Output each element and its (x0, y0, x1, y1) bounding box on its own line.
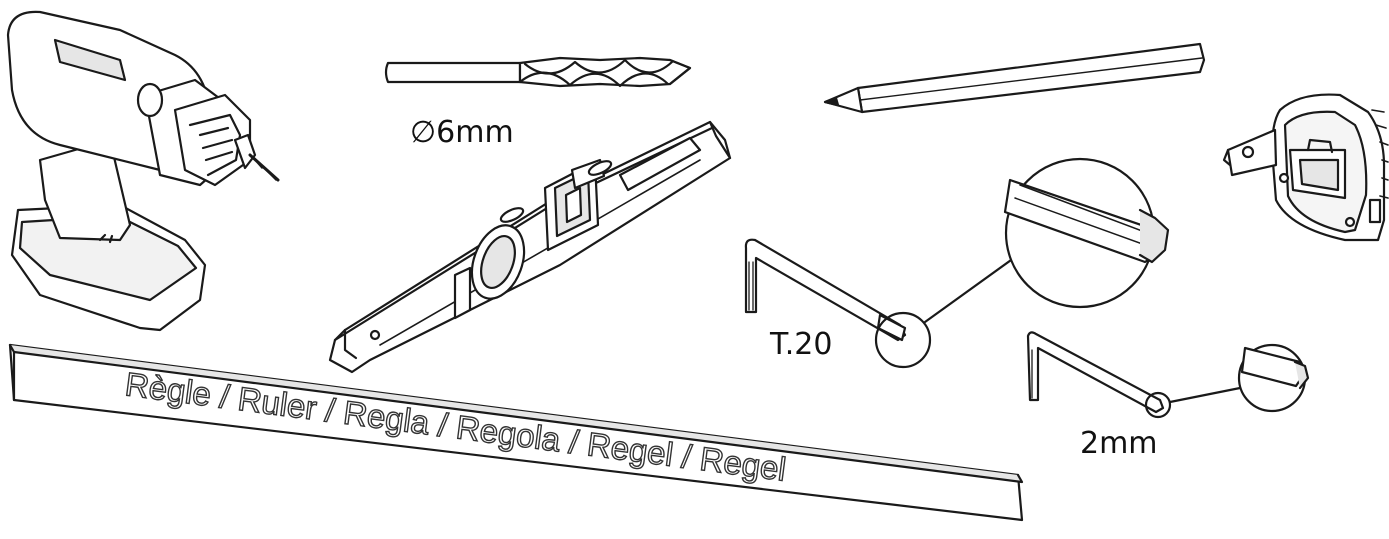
torx-key-icon (744, 157, 1170, 369)
pencil-icon (823, 42, 1206, 114)
drill-bit-icon (384, 56, 692, 88)
drill-bit-size-label: ∅6mm (410, 115, 514, 150)
torx-key-label: T.20 (769, 327, 832, 362)
ruler-icon (8, 343, 1024, 522)
drill-icon (6, 10, 280, 332)
ruler-label: Règle / Ruler / Regla / Regola / Regel /… (123, 365, 788, 487)
spirit-level-icon (328, 120, 732, 374)
hex-key-label: 2mm (1080, 426, 1158, 461)
tape-measure-icon (1222, 93, 1389, 242)
hex-key-icon (1026, 331, 1310, 419)
